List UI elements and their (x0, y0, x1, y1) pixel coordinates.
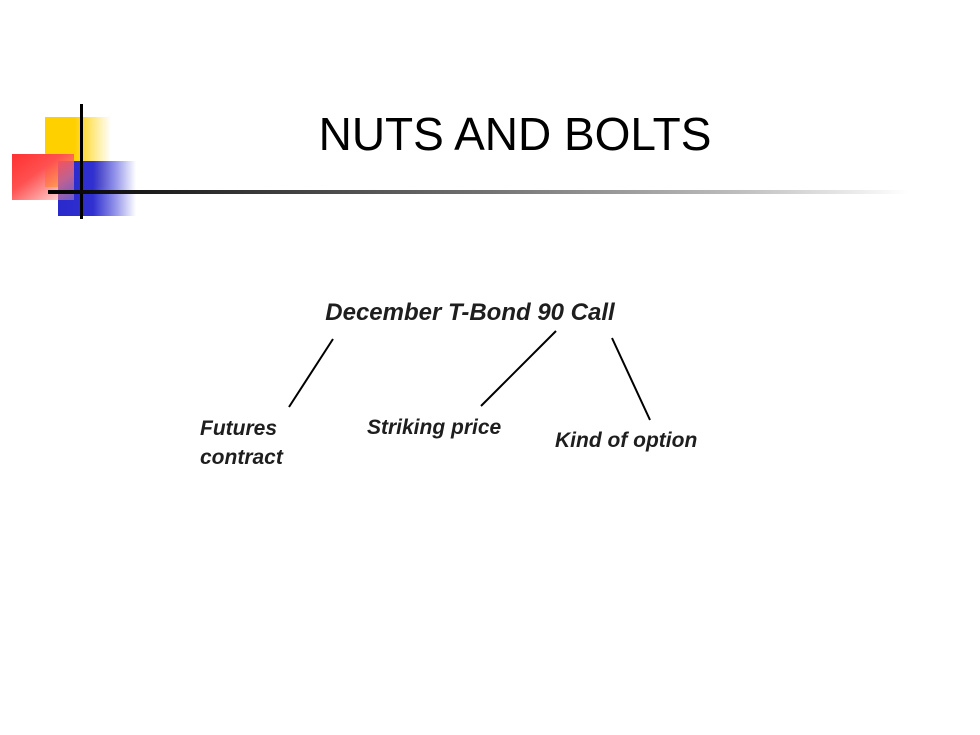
branch-label-futures-contract: Futures contract (200, 417, 283, 469)
page-title: NUTS AND BOLTS (318, 108, 712, 160)
connector-futures (288, 338, 334, 408)
branch-label-kind-of-option: Kind of option (555, 429, 698, 452)
logo-vertical-line (80, 104, 83, 219)
connector-strike (480, 330, 557, 407)
connector-kind (611, 337, 651, 421)
title-underline-rule (48, 190, 908, 194)
diagram-root-label: December T-Bond 90 Call (325, 299, 615, 326)
branch-label-striking-price: Striking price (367, 416, 502, 439)
